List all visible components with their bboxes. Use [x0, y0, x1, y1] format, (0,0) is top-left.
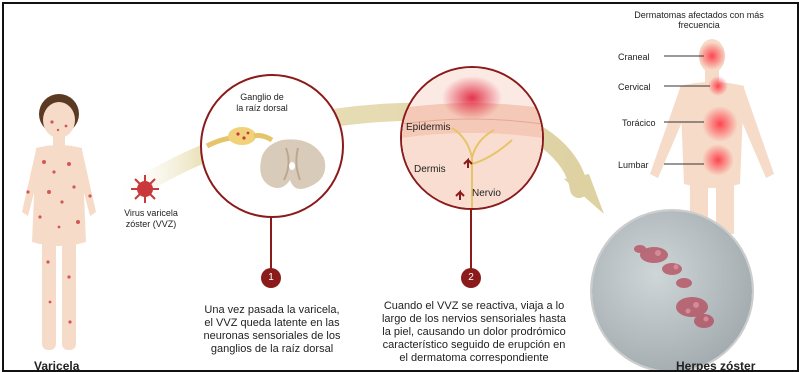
cranial-label: Craneal [618, 51, 650, 63]
ganglion-label: Ganglio de la raíz dorsal [232, 92, 292, 114]
thoracic-label: Torácico [622, 117, 656, 129]
adult-figure [624, 34, 797, 234]
nerve-label: Nervio [472, 188, 501, 200]
varicela-title: Varicela [34, 360, 79, 372]
epidermis-label: Epidermis [406, 122, 450, 134]
step-2-badge: 2 [461, 268, 481, 288]
cervical-label: Cervical [618, 81, 651, 93]
herpes-title: Herpes zóster [676, 360, 755, 372]
skin-layers-illustration [402, 68, 542, 208]
step-2-text: Cuando el VVZ se reactiva, viaja a lo la… [376, 300, 572, 365]
child-figure [14, 92, 104, 362]
lumbar-label: Lumbar [618, 159, 649, 171]
step-1-badge: 1 [261, 268, 281, 288]
step-2-connector [470, 208, 472, 270]
virus-label: Virus varicela zóster (VVZ) [116, 208, 186, 230]
step-1-connector [270, 216, 272, 270]
dermis-label: Dermis [414, 164, 446, 176]
virus-icon [130, 174, 160, 204]
rash-photo [590, 209, 754, 372]
dermatome-title: Dermatomas afectados con más frecuencia [624, 10, 774, 30]
step-1-text: Una vez pasada la varicela, el VVZ queda… [192, 304, 352, 356]
